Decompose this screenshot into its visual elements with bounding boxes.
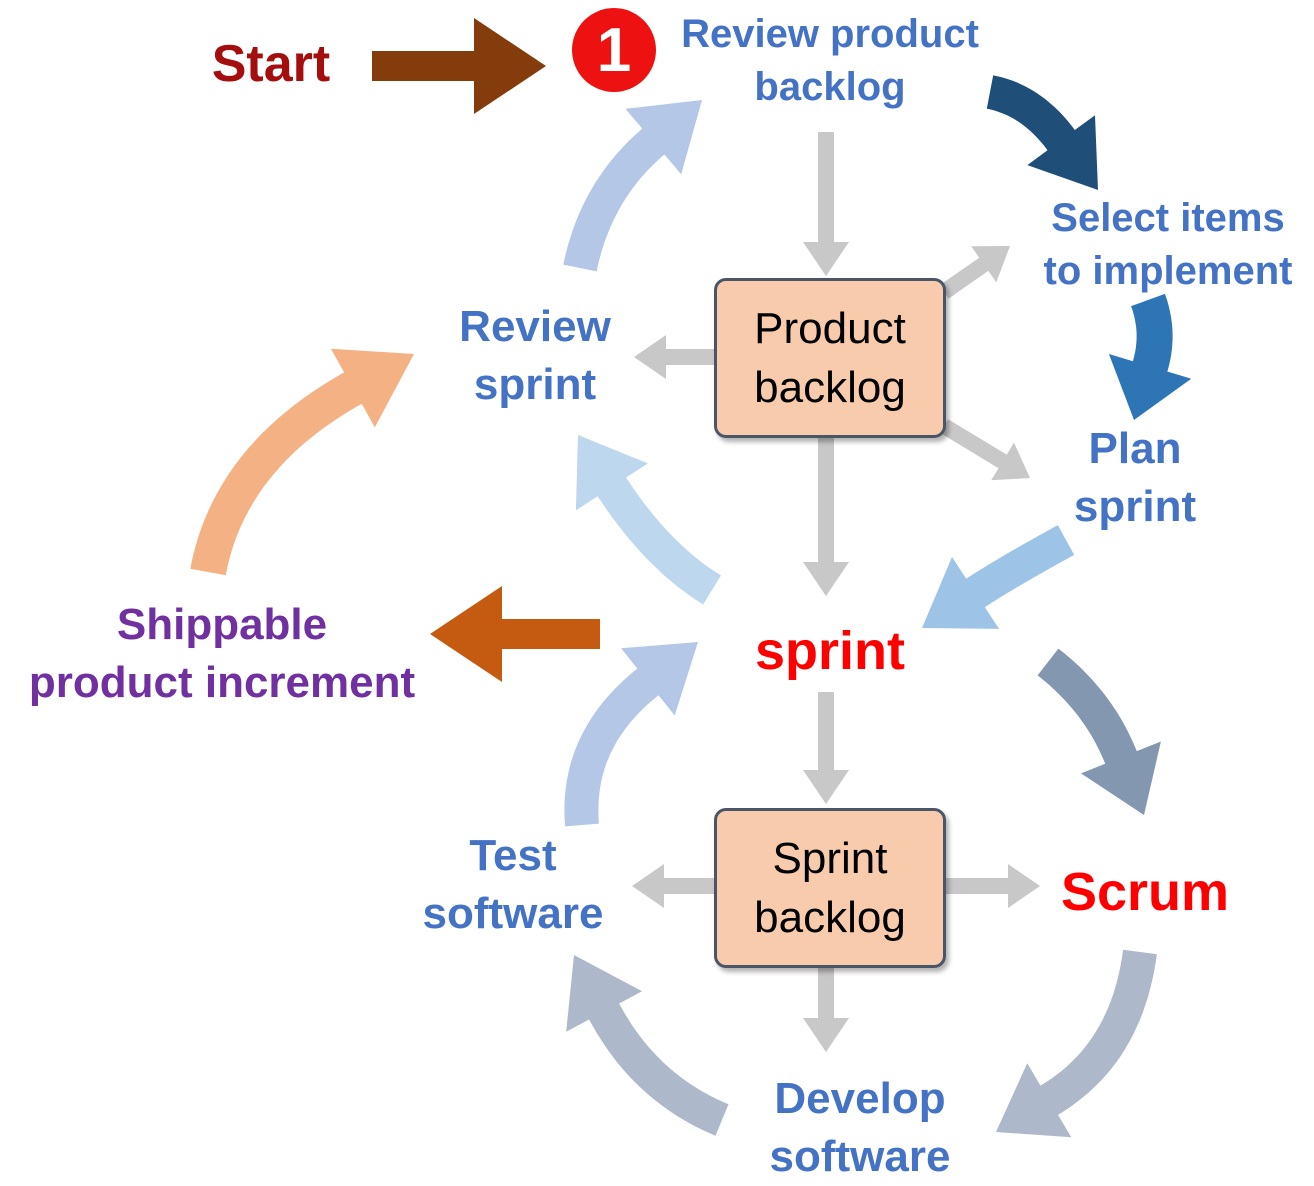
scrum-to-develop-arrow <box>996 949 1157 1138</box>
shippable-product-increment-label: Shippable product increment <box>28 600 416 708</box>
shippable-to-review-arrow <box>190 348 414 576</box>
backlog-to-select-connector <box>939 246 1010 299</box>
scrum-label: Scrum <box>1060 862 1230 922</box>
product-backlog-line2: backlog <box>754 363 906 412</box>
product-backlog-box: Product backlog <box>714 278 946 438</box>
sprint-label: sprint <box>754 621 905 681</box>
plan-sprint-label: Plan sprint <box>1073 424 1197 532</box>
sprint-backlog-to-scrum-connector <box>944 864 1040 908</box>
product-backlog-line1: Product <box>754 303 906 353</box>
sprint-backlog-line1: Sprint <box>772 833 888 883</box>
sprint-backlog-line2: backlog <box>754 893 906 942</box>
sprint-backlog-box: Sprint backlog <box>714 808 946 968</box>
sprint-to-review-sprint-arrow <box>575 435 721 605</box>
step-number-badge: 1 <box>572 8 656 92</box>
start-label: Start <box>211 35 331 93</box>
sprint-backlog-to-test-connector <box>632 864 714 908</box>
sprint-to-scrum-arrow <box>1037 648 1161 815</box>
backlog-to-review-sprint-connector <box>634 335 714 379</box>
backlog-down-connector <box>803 132 849 276</box>
review-to-select-arrow <box>986 75 1098 190</box>
select-items-label: Select items to implement <box>1043 196 1293 293</box>
sprint-to-sprint-backlog-connector <box>803 692 849 804</box>
select-to-plan-arrow <box>1108 293 1192 420</box>
develop-to-test-arrow <box>566 955 729 1136</box>
backlog-to-plan-connector <box>939 419 1030 481</box>
develop-software-label: Develop software <box>769 1074 951 1182</box>
test-software-label: Test software <box>422 831 604 939</box>
plan-to-sprint-arrow <box>922 525 1075 629</box>
test-to-sprint-arrow <box>564 642 698 827</box>
sprint-backlog-to-develop-connector <box>803 968 849 1052</box>
review-sprint-label: Review sprint <box>459 302 611 410</box>
backlog-to-sprint-connector <box>803 438 849 596</box>
shippable-arrow <box>430 586 600 682</box>
start-arrow <box>372 18 546 114</box>
review-sprint-to-backlog-arrow <box>563 100 702 272</box>
review-product-backlog-label: Review product backlog <box>681 12 979 109</box>
